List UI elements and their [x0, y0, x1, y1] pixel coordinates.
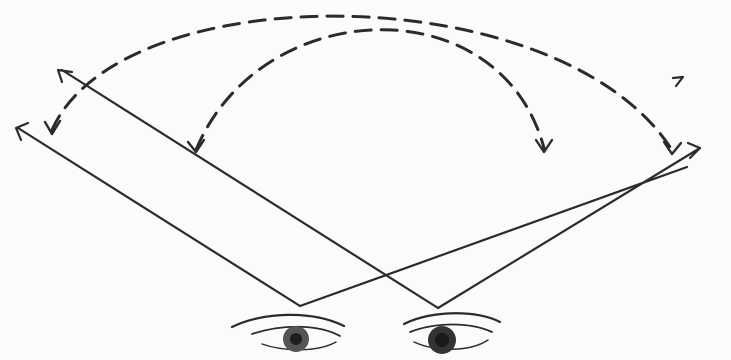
- sight-line-left-eye-to-right-lower: [300, 167, 687, 306]
- right-eye-pupil: [435, 333, 449, 347]
- arc-arrowheads: [45, 121, 681, 154]
- right-eye-brow: [404, 313, 500, 324]
- sight-lines: [18, 70, 700, 308]
- left-eye-icon: [232, 315, 344, 352]
- sight-line-left-eye-to-left-outer: [18, 128, 300, 306]
- right-eye-icon: [404, 313, 500, 354]
- left-eye-brow: [232, 315, 344, 327]
- left-eye-pupil: [290, 333, 302, 345]
- dashed-arc-outer: [52, 16, 672, 150]
- arc-arrowhead-right-outer: [664, 142, 681, 154]
- dashed-arcs: [52, 16, 672, 150]
- arrowhead-right-upper: [673, 77, 683, 86]
- sight-arrowheads: [16, 70, 700, 158]
- dashed-arc-inner: [196, 30, 544, 150]
- sight-line-right-eye-to-left-upper: [62, 70, 438, 308]
- sight-line-right-eye-to-right-outer: [438, 148, 700, 308]
